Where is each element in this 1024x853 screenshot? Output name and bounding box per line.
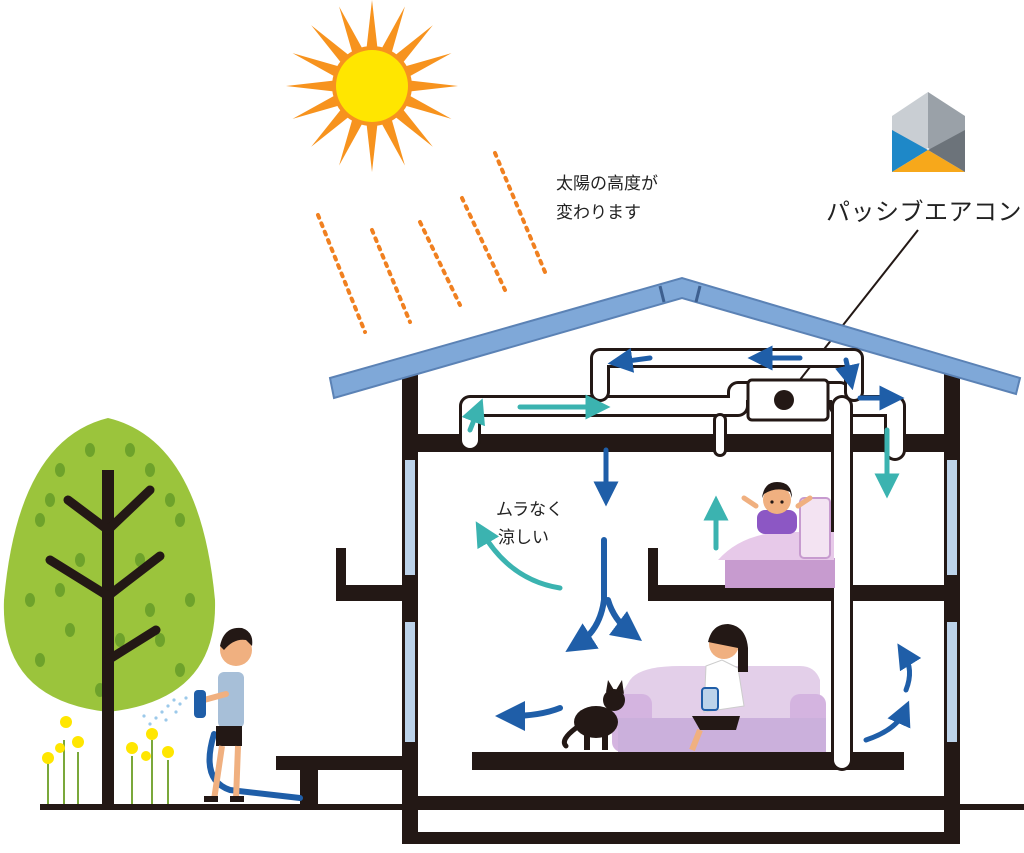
passive-aircon-logo-icon xyxy=(892,92,965,172)
air-unit xyxy=(748,380,828,420)
sun-altitude-label: 太陽の高度が 変わります xyxy=(556,170,658,228)
even-cooling-label-line1: ムラなく xyxy=(496,496,563,524)
sofa-with-person xyxy=(612,624,826,752)
house-roof xyxy=(330,278,1020,398)
even-cooling-label: ムラなく 涼しい xyxy=(496,496,563,552)
sun-altitude-label-line2: 変わります xyxy=(556,199,658,228)
house-structure xyxy=(276,368,960,844)
sun-icon xyxy=(286,0,458,172)
tree-icon xyxy=(4,418,215,804)
brand-label: パッシブエアコン xyxy=(826,192,1022,227)
bed-with-child xyxy=(718,482,835,588)
sunlight-rays xyxy=(318,153,545,332)
even-cooling-label-line2: 涼しい xyxy=(496,524,563,552)
sun-altitude-label-line1: 太陽の高度が xyxy=(556,170,658,199)
